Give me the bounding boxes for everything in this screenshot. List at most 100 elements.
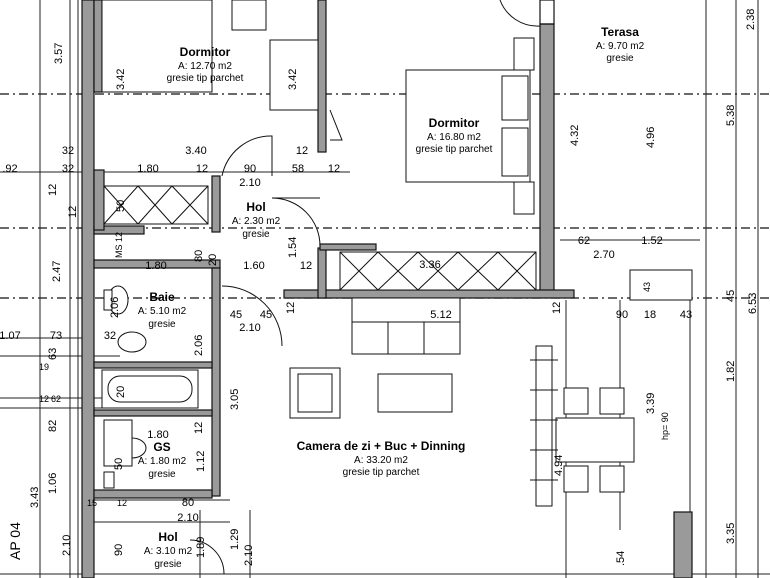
dim-305: 3.05 xyxy=(229,389,241,410)
dim-45c: 45 xyxy=(260,309,272,321)
dim-90b: 90 xyxy=(616,309,628,321)
dim-494: 4.94 xyxy=(553,455,565,476)
room-terasa-floor: gresie xyxy=(606,53,634,64)
dimensions-horizontal: 3.40 32 32 .92 1.80 12 90 58 12 12 2.10 … xyxy=(0,145,692,524)
dim-538: 5.38 xyxy=(725,105,737,126)
dim-106: 1.06 xyxy=(47,473,59,494)
dim-12j: 12 xyxy=(193,422,205,434)
dim-43b: 43 xyxy=(680,309,692,321)
dim-82: 82 xyxy=(47,420,59,432)
bathroom-fixtures xyxy=(101,285,199,489)
room-dormitor1-area: A: 12.70 m2 xyxy=(178,61,232,72)
dim-62: 62 xyxy=(578,235,590,247)
dim-12b: 12 xyxy=(296,145,308,157)
room-dormitor2-area: A: 16.80 m2 xyxy=(427,132,481,143)
dim-182: 1.82 xyxy=(725,361,737,382)
dim-50: 50 xyxy=(115,200,127,212)
walls xyxy=(81,0,693,578)
dim-92: .92 xyxy=(2,163,17,175)
dim-12h: 12 xyxy=(285,302,297,314)
dim-63: 63 xyxy=(47,348,59,360)
dim-343: 3.43 xyxy=(29,487,41,508)
doors xyxy=(189,0,541,575)
dim-54: .54 xyxy=(615,551,627,566)
dim-270: 2.70 xyxy=(593,249,614,261)
hp-label: hp= 90 xyxy=(660,412,670,440)
dim-496: 4.96 xyxy=(645,127,657,148)
room-hol1-floor: gresie xyxy=(242,229,270,240)
room-dormitor2-floor: gresie tip parchet xyxy=(416,144,493,155)
dim-357: 3.57 xyxy=(53,43,65,64)
dim-336: 3.36 xyxy=(419,259,440,271)
dim-189: 1.89 xyxy=(195,537,207,558)
dim-20b: 20 xyxy=(115,386,127,398)
dim-512: 5.12 xyxy=(430,309,451,321)
dim-180c: 1.80 xyxy=(147,429,168,441)
misc-labels: AP 04 MS 12 hp= 90 xyxy=(7,232,670,560)
dim-58: 58 xyxy=(292,163,304,175)
room-terasa-name: Terasa xyxy=(601,25,639,39)
room-camera-floor: gresie tip parchet xyxy=(343,467,420,478)
dim-210a: 2.10 xyxy=(239,177,260,189)
dim-12a: 12 xyxy=(196,163,208,175)
dim-19: 19 xyxy=(39,362,49,372)
dim-335: 3.35 xyxy=(725,523,737,544)
room-hol2-area: A: 3.10 m2 xyxy=(144,546,193,557)
dim-210e: 2.10 xyxy=(243,545,255,566)
room-dormitor1-name: Dormitor xyxy=(180,45,231,59)
dim-90c: 90 xyxy=(113,544,125,556)
room-labels: Dormitor A: 12.70 m2 gresie tip parchet … xyxy=(138,25,645,570)
dim-154: 1.54 xyxy=(287,237,299,258)
dim-129: 1.29 xyxy=(229,529,241,550)
dim-180b: 1.80 xyxy=(145,260,166,272)
dim-340: 3.40 xyxy=(185,145,206,157)
room-terasa-area: A: 9.70 m2 xyxy=(596,41,645,52)
room-baie-area: A: 5.10 m2 xyxy=(138,306,187,317)
room-hol1-name: Hol xyxy=(246,200,265,214)
dim-32a: 32 xyxy=(62,145,74,157)
dim-45b: 45 xyxy=(230,309,242,321)
dim-73: 73 xyxy=(50,330,62,342)
dim-210c: 2.10 xyxy=(177,512,198,524)
wardrobes xyxy=(103,185,537,291)
dim-342a: 3.42 xyxy=(115,69,127,90)
dim-210b: 2.10 xyxy=(239,322,260,334)
dim-432: 4.32 xyxy=(569,125,581,146)
dim-339: 3.39 xyxy=(645,393,657,414)
dimensions-vertical: 3.57 3.42 3.42 12 50 12 2.47 80 20 1.54 … xyxy=(29,9,759,566)
dim-653: 6.53 xyxy=(747,293,759,314)
dim-50b: 50 xyxy=(113,458,125,470)
dim-12g: 12 xyxy=(551,302,563,314)
dim-80b: 80 xyxy=(182,497,194,509)
dim-107: 1.07 xyxy=(0,330,21,342)
room-hol2-name: Hol xyxy=(158,530,177,544)
room-dormitor2-name: Dormitor xyxy=(429,116,480,130)
dim-152: 1.52 xyxy=(641,235,662,247)
dim-20: 20 xyxy=(207,254,219,266)
dim-80a: 80 xyxy=(193,250,205,262)
room-baie-floor: gresie xyxy=(148,319,176,330)
dim-247: 2.47 xyxy=(51,261,63,282)
bedroom-furniture xyxy=(101,0,535,215)
dim-12c: 12 xyxy=(328,163,340,175)
dim-342b: 3.42 xyxy=(287,69,299,90)
dim-15: 15 xyxy=(87,498,97,508)
room-hol1-area: A: 2.30 m2 xyxy=(232,216,281,227)
apartment-label: AP 04 xyxy=(7,522,23,560)
dim-90a: 90 xyxy=(244,163,256,175)
dim-12e: 12 xyxy=(67,206,79,218)
dim-12k: 12 xyxy=(117,498,127,508)
dim-43a: 43 xyxy=(642,282,652,292)
dim-238: 2.38 xyxy=(745,9,757,30)
dim-32c: 32 xyxy=(104,330,116,342)
room-camera-name: Camera de zi + Buc + Dinning xyxy=(297,439,466,453)
dim-62b: 62 xyxy=(51,394,61,404)
dim-12f: 12 xyxy=(300,260,312,272)
room-baie-name: Baie xyxy=(149,290,175,304)
dim-32b: 32 xyxy=(62,163,74,175)
dim-112: 1.12 xyxy=(195,451,207,472)
room-hol2-floor: gresie xyxy=(154,559,182,570)
ms-label: MS 12 xyxy=(114,232,124,258)
dim-18: 18 xyxy=(644,309,656,321)
